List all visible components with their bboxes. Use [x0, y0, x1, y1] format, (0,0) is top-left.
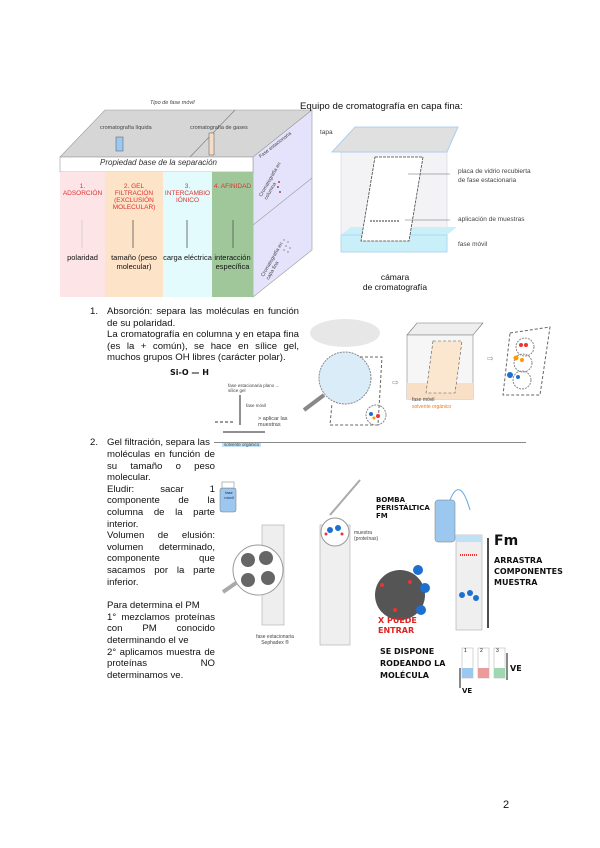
svg-text:⇨: ⇨	[487, 354, 494, 363]
tube-1-number: 1	[464, 648, 467, 654]
column-prop-interaccion: interacción específica	[214, 253, 251, 271]
ve-label-bottom: VE	[462, 687, 473, 695]
tlc-caption: cámara de cromatografía	[335, 272, 455, 292]
section1-text: Absorción: separa las moléculas en funci…	[107, 306, 299, 364]
section1-label-4: > aplicar las muestras	[258, 416, 288, 428]
adsorption-figure: ⇨ ⇨ fase móvil solvente orgánico	[300, 295, 560, 445]
section1-definition: Absorción: separa las moléculas en funci…	[107, 306, 299, 329]
tlc-caption-line1: cámara	[380, 272, 410, 282]
section1-label-2: fase móvil	[246, 403, 267, 408]
tlc-fase-movil-label: fase móvil	[458, 241, 488, 248]
column-head-adsorcion: 1. ADSORCIÓN	[62, 183, 103, 197]
tlc-title: Equipo de cromatografía en capa fina:	[300, 101, 463, 112]
fm-description: ARRASTRA COMPONENTES MUESTRA	[494, 556, 563, 587]
adsorption-figure-shapes: ⇨ ⇨	[302, 319, 551, 426]
section2-definition: moléculas en función de su tamaño o peso…	[107, 449, 215, 484]
section1-detail: La cromatografía en columna y en etapa f…	[107, 329, 299, 364]
adsorption-solvente: solvente orgánico	[412, 404, 452, 410]
silica-formula: Si-O — H	[170, 368, 209, 377]
section1-label-3: solvente orgánico	[222, 442, 262, 447]
column-prop-tamano: tamaño (peso molecular)	[111, 253, 157, 271]
section1-number: 1.	[90, 306, 99, 317]
tlc-chamber-diagram: tapa placa de vidrio recubierta de fase …	[295, 95, 555, 295]
section2-first-line: Gel filtración, separa las	[107, 437, 210, 448]
gel-column-figure	[219, 481, 285, 626]
tube-3-number: 3	[496, 648, 499, 654]
tlc-caption-line2: de cromatografía	[362, 282, 428, 292]
ve-label-right: VE	[510, 664, 522, 673]
fm-label: Fm	[494, 533, 519, 549]
gel-stationary-label: fase estacionaria Sephadex ®	[256, 634, 294, 646]
gel-process-figure	[319, 479, 508, 688]
column-head-afinidad: 4. AFINIDAD	[213, 183, 252, 190]
column-head-gel-filtracion: 2. GEL FILTRACIÓN (EXCLUSIÓN MOLECULAR)	[112, 183, 156, 211]
cube-shapes	[59, 109, 313, 298]
tlc-placa-label: placa de vidrio recubierta de fase estac…	[458, 168, 531, 184]
column-head-intercambio: 3. INTERCAMBIO IÓNICO	[164, 183, 211, 204]
cube-top-title: Tipo de fase móvil	[150, 100, 195, 106]
no-entrar-label: X PUEDE ENTRAR	[378, 616, 417, 635]
section2-eluir: Eludir: sacar 1 componente de la columna…	[107, 483, 215, 530]
tlc-tapa-label: tapa	[320, 129, 333, 136]
tlc-chamber-shapes	[331, 126, 459, 253]
section2-number: 2.	[90, 437, 99, 448]
bomba-label: BOMBA PERISTÁLTICA FM	[376, 496, 430, 520]
section2-pm-title: Para determina el PM	[107, 600, 200, 612]
section1-label-1: fase estacionaria plano ... sílice gel	[228, 383, 280, 393]
column-prop-polaridad: polaridad	[67, 253, 98, 262]
tube-2-number: 2	[480, 648, 483, 654]
adsorption-fase-movil: fase móvil	[412, 397, 435, 403]
gel-bottle-label: fase móvil	[224, 490, 234, 500]
section-divider	[214, 442, 526, 443]
svg-text:⇨: ⇨	[392, 378, 399, 387]
section2-pm-1: 1° mezclamos proteínas con PM conocido d…	[107, 611, 215, 646]
column-prop-carga: carga eléctrica	[163, 253, 212, 262]
section2-volumen: Volumen de elusión: volumen determinado,…	[107, 530, 215, 588]
cube-top-left-label: cromatografía líquida	[100, 125, 152, 131]
tlc-aplicacion-label: aplicación de muestras	[458, 216, 525, 223]
cube-front-title: Propiedad base de la separación	[100, 158, 217, 167]
section1-sketch	[215, 395, 265, 433]
section2-pm-2: 2° aplicamos muestra de proteínas NO det…	[107, 646, 215, 681]
gel-muestra-label: muestra (proteínas)	[354, 530, 379, 542]
cube-top-right-label: cromatografía de gases	[190, 125, 248, 131]
dispone-label: SE DISPONE RODEANDO LA MOLÉCULA	[380, 647, 446, 680]
separation-cube-diagram: Tipo de fase móvil cromatografía líquida…	[59, 100, 313, 300]
section2-text: moléculas en función de su tamaño o peso…	[107, 449, 215, 681]
page-number: 2	[503, 799, 510, 811]
